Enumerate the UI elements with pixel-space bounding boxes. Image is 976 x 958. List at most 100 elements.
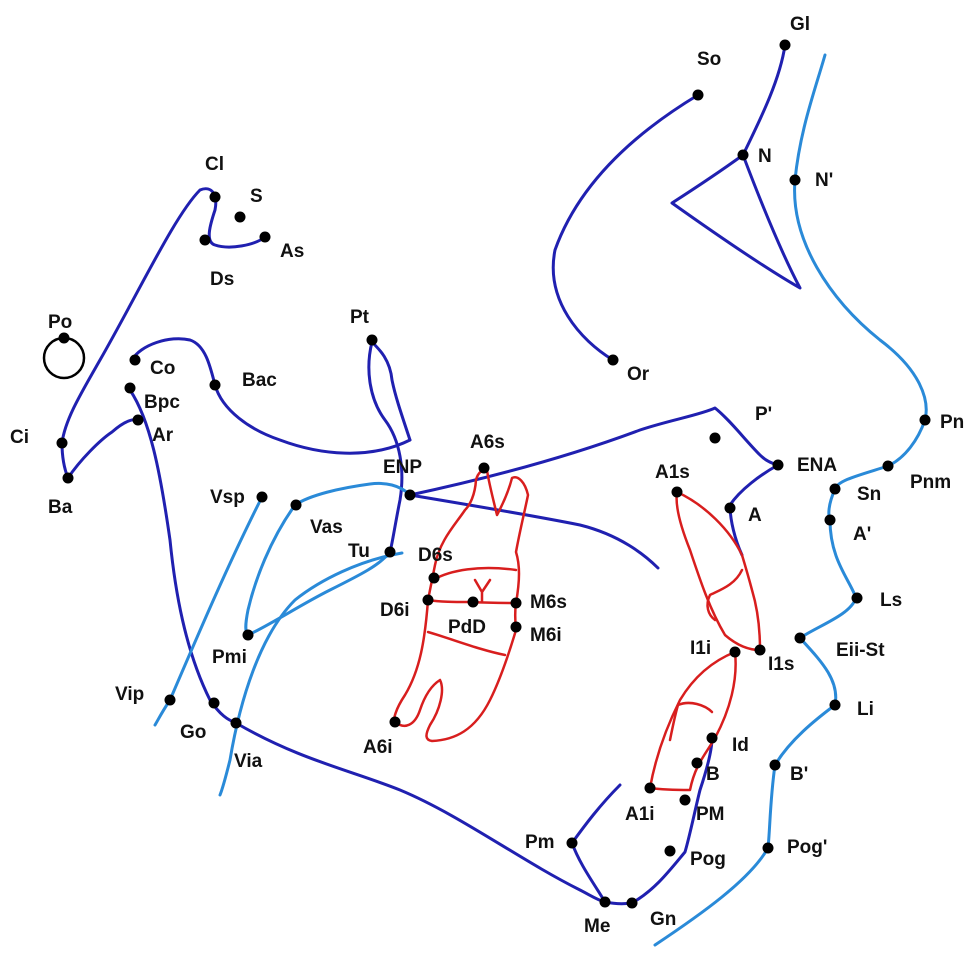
landmark-label-a1s: A1s — [655, 462, 690, 483]
landmark-point-tu — [384, 546, 396, 558]
landmark-point-pm — [566, 837, 578, 849]
landmark-label-ds: Ds — [210, 269, 234, 290]
landmark-label-pog: Pog — [690, 849, 726, 870]
landmark-label-cl: Cl — [205, 154, 224, 175]
landmark-point-gl — [779, 39, 791, 51]
landmark-label-so: So — [697, 49, 721, 70]
orbit-contour — [551, 93, 700, 362]
landmark-label-vsp: Vsp — [210, 487, 245, 508]
landmark-point-gn — [626, 897, 638, 909]
landmark-point-pm — [679, 794, 691, 806]
molar-contact-mark — [473, 578, 492, 604]
landmark-point-a — [724, 502, 736, 514]
upper-molar — [426, 468, 530, 605]
landmark-label-a-prime: A' — [853, 524, 871, 545]
landmark-label-b: B — [706, 764, 720, 785]
landmark-points — [56, 39, 931, 909]
landmark-point-i1s — [754, 644, 766, 656]
landmark-point-pog-prime — [762, 842, 774, 854]
airway-posterior — [153, 495, 264, 727]
nasal-bone-contour — [670, 43, 802, 290]
landmark-point-pt — [366, 334, 378, 346]
landmark-point-bpc — [124, 382, 136, 394]
landmark-label-p-prime: P' — [755, 404, 772, 425]
lower-incisor-pulp — [668, 701, 714, 742]
soft-palate — [244, 481, 412, 637]
landmark-label-a6s: A6s — [470, 432, 505, 453]
landmark-label-b-prime: B' — [790, 764, 808, 785]
landmark-point-sn — [829, 483, 841, 495]
landmark-point-a-prime — [824, 514, 836, 526]
soft-tissue-contours — [153, 53, 928, 947]
landmark-labels: GlSoNN'ClSAsDsPoCoBpcArBacCiBaPtOrPnPnmP… — [10, 14, 964, 937]
palate-underside — [408, 493, 660, 570]
landmark-label-me: Me — [584, 916, 610, 937]
landmark-label-bpc: Bpc — [144, 392, 180, 413]
landmark-point-cl — [209, 191, 221, 203]
landmark-point-li — [829, 699, 841, 711]
landmark-label-a: A — [748, 505, 762, 526]
landmark-label-ls: Ls — [880, 590, 902, 611]
landmark-point-a1s — [671, 486, 683, 498]
sphenoid-contour — [66, 418, 140, 480]
landmark-label-ba: Ba — [48, 497, 73, 518]
ramus-mandible-contour — [128, 388, 714, 906]
landmark-point-pog — [664, 845, 676, 857]
landmark-point-go — [208, 697, 220, 709]
landmark-label-eii-st: Eii-St — [836, 640, 885, 661]
landmark-point-ena — [772, 459, 784, 471]
landmark-point-vsp — [256, 491, 268, 503]
landmark-label-m6s: M6s — [530, 592, 567, 613]
landmark-label-a1i: A1i — [625, 804, 655, 825]
landmark-label-sn: Sn — [857, 484, 881, 505]
landmark-point-a1i — [644, 782, 656, 794]
landmark-label-as: As — [280, 241, 304, 262]
landmark-label-pt: Pt — [350, 307, 370, 328]
landmark-label-i1i: I1i — [690, 638, 711, 659]
landmark-point-ba — [62, 472, 74, 484]
landmark-point-vip — [164, 694, 176, 706]
skeletal-contours — [60, 43, 802, 906]
landmark-label-ci: Ci — [10, 427, 29, 448]
landmark-label-n: N — [758, 146, 772, 167]
landmark-label-pmi: Pmi — [212, 647, 247, 668]
lower-molar-crown-line — [426, 630, 507, 657]
landmark-point-ls — [851, 592, 863, 604]
landmark-point-s — [234, 211, 246, 223]
landmark-point-pnm — [882, 460, 894, 472]
landmark-label-gn: Gn — [650, 909, 676, 930]
landmark-point-id — [706, 732, 718, 744]
symphysis-contour — [570, 783, 622, 904]
landmark-point-vas — [290, 499, 302, 511]
landmark-point-po — [58, 332, 70, 344]
landmark-point-pn — [919, 414, 931, 426]
landmark-point-b — [691, 757, 703, 769]
landmark-label-a6i: A6i — [363, 737, 393, 758]
condyle-contour — [130, 337, 412, 455]
landmark-label-co: Co — [150, 358, 175, 379]
landmark-label-d6s: D6s — [418, 545, 453, 566]
landmark-label-pn: Pn — [940, 412, 964, 433]
pterygoid-contour — [367, 340, 412, 554]
landmark-label-gl: Gl — [790, 14, 810, 35]
palatal-plane — [408, 406, 780, 557]
airway-anterior — [218, 551, 404, 797]
landmark-point-i1i — [729, 646, 741, 658]
landmark-point-me — [599, 896, 611, 908]
landmark-label-vip: Vip — [115, 684, 144, 705]
landmark-point-co — [129, 354, 141, 366]
lower-incisor — [648, 650, 737, 792]
landmark-point-p-prime — [709, 432, 721, 444]
upper-incisor-pulp — [706, 568, 744, 622]
landmark-point-ci — [56, 437, 68, 449]
landmark-label-vas: Vas — [310, 517, 343, 538]
landmark-point-m6i — [510, 621, 522, 633]
landmark-label-tu: Tu — [348, 541, 370, 562]
landmark-point-m6s — [510, 597, 522, 609]
landmark-point-b-prime — [769, 759, 781, 771]
landmark-label-pnm: Pnm — [910, 472, 951, 493]
landmark-label-pm: Pm — [525, 832, 555, 853]
landmark-label-or: Or — [627, 364, 650, 385]
